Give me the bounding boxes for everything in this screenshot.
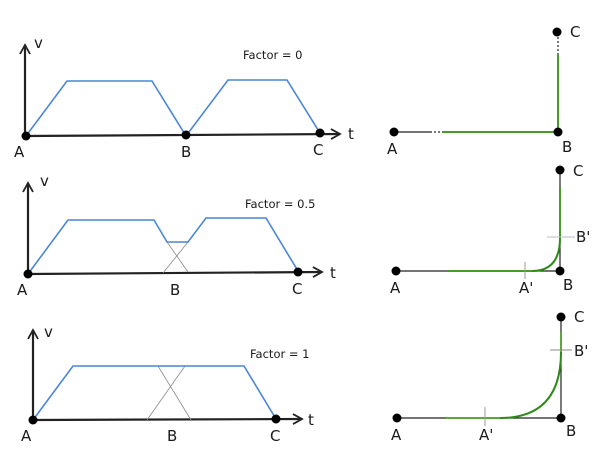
t-axis-label: t <box>308 411 314 429</box>
label-b: B <box>170 281 180 299</box>
path-diagram-factor-0: A B C <box>387 23 580 158</box>
label-b: B <box>562 138 572 156</box>
blended-velocity-profile <box>27 217 299 275</box>
point-a <box>391 266 401 276</box>
point-c <box>556 312 566 322</box>
label-b: B <box>563 276 573 294</box>
point-a <box>23 269 33 279</box>
label-b: B <box>181 143 191 161</box>
label-a-prime: A' <box>519 279 533 297</box>
label-c: C <box>292 280 302 298</box>
point-b <box>556 413 566 423</box>
label-b-prime: B' <box>576 228 590 246</box>
ghost-accel-line <box>162 241 189 274</box>
point-c <box>555 165 565 175</box>
point-a <box>392 413 402 423</box>
label-b: B <box>566 422 576 440</box>
t-axis <box>32 413 304 425</box>
t-axis <box>27 266 324 278</box>
label-a: A <box>391 426 402 444</box>
t-axis-label: t <box>348 125 354 143</box>
path-diagram-factor-1: A A' B B' C <box>391 308 588 444</box>
ghost-decel-line <box>157 365 192 421</box>
velocity-graph-factor-0: v t A B C Factor = 0 <box>14 34 354 161</box>
blend-arc <box>499 351 562 419</box>
path-diagram-factor-0.5: A A' B B' C <box>390 162 590 297</box>
label-c: C <box>570 23 580 41</box>
factor-label: Factor = 0 <box>243 48 302 62</box>
blend-arc <box>531 237 561 272</box>
point-b <box>555 266 565 276</box>
point-a <box>21 131 31 141</box>
label-a: A <box>21 427 32 445</box>
point-b <box>553 127 563 137</box>
velocity-profile-segment-ab <box>25 80 187 137</box>
velocity-profile-segment-bc <box>185 79 321 137</box>
point-a <box>28 415 38 425</box>
label-b: B <box>167 427 177 445</box>
point-c <box>293 267 303 277</box>
label-b-prime: B' <box>574 342 588 360</box>
velocity-graph-factor-0.5: v t A B C Factor = 0.5 <box>17 172 336 299</box>
label-c: C <box>270 427 280 445</box>
blended-velocity-profile <box>32 365 277 421</box>
label-a-prime: A' <box>479 426 493 444</box>
label-a: A <box>17 281 28 299</box>
factor-label: Factor = 1 <box>250 347 309 361</box>
point-a <box>389 127 399 137</box>
label-a: A <box>387 140 398 158</box>
label-a: A <box>14 143 25 161</box>
factor-label: Factor = 0.5 <box>245 197 315 211</box>
v-axis-label: v <box>40 172 49 190</box>
point-c <box>315 128 325 138</box>
label-c: C <box>574 308 584 326</box>
point-b <box>181 130 191 140</box>
ghost-decel-line <box>166 241 189 273</box>
point-c <box>552 27 562 37</box>
label-c: C <box>313 141 323 159</box>
velocity-graph-factor-1: v t A B C Factor = 1 <box>21 323 314 445</box>
label-c: C <box>573 162 583 180</box>
label-a: A <box>390 279 401 297</box>
t-axis-label: t <box>330 264 336 282</box>
v-axis-label: v <box>44 323 53 341</box>
ghost-accel-line <box>146 365 186 421</box>
point-c <box>271 414 281 424</box>
v-axis-label: v <box>34 34 43 52</box>
